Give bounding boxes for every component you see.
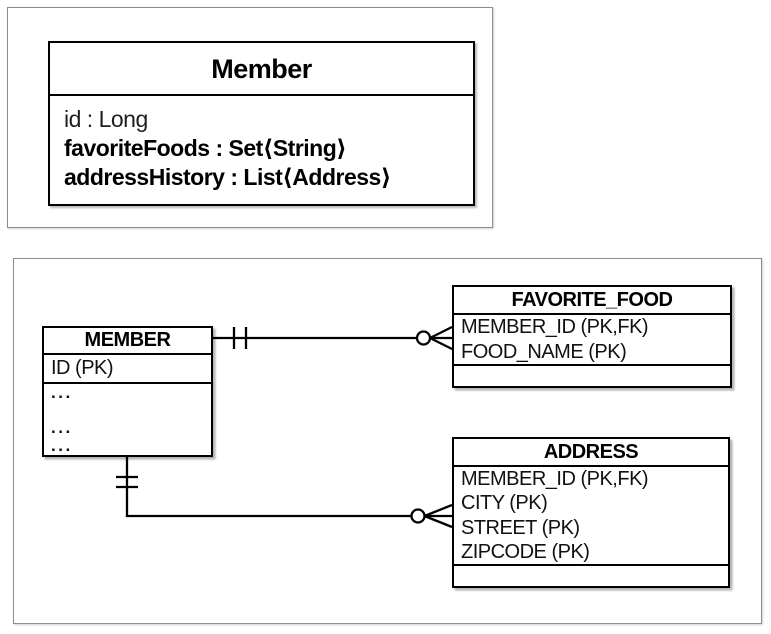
table-title: FAVORITE_FOOD (454, 287, 730, 315)
table-row-ellipsis (51, 403, 211, 421)
table-row-food-name: FOOD_NAME (PK) (461, 340, 627, 363)
attribute-id: id : Long (64, 106, 148, 132)
table-row-street: STREET (PK) (461, 516, 580, 539)
table-row-member-id: MEMBER_ID (PK,FK) (461, 316, 649, 338)
erd-table-address: ADDRESS MEMBER_ID (PK,FK) CITY (PK) STRE… (452, 437, 730, 588)
erd-table-favorite-food: FAVORITE_FOOD MEMBER_ID (PK,FK) FOOD_NAM… (452, 285, 732, 388)
table-title: MEMBER (44, 328, 211, 355)
table-row-zipcode: ZIPCODE (PK) (461, 540, 590, 563)
table-row-id-pk: ID (PK) (44, 355, 211, 384)
table-row-city: CITY (PK) (461, 492, 548, 515)
table-row-ellipsis: ... (51, 383, 73, 402)
table-empty-row (454, 564, 728, 586)
table-row-ellipsis: ... (51, 418, 73, 437)
attribute-favorite-foods: favoriteFoods : Set⟨String⟩ (64, 135, 347, 161)
table-title: ADDRESS (454, 439, 728, 467)
table-row-member-id: MEMBER_ID (PK,FK) (461, 468, 649, 490)
member-class-title: Member (50, 43, 473, 96)
erd-table-member: MEMBER ID (PK) ... ... ... (42, 326, 213, 457)
attribute-address-history: addressHistory : List⟨Address⟩ (64, 164, 391, 190)
uml-class-panel: Member id : Long favoriteFoods : Set⟨Str… (7, 7, 493, 228)
table-empty-row (454, 364, 730, 386)
table-row-ellipsis: ... (51, 435, 73, 455)
member-class-attributes: id : Long favoriteFoods : Set⟨String⟩ ad… (50, 96, 473, 192)
member-class-box: Member id : Long favoriteFoods : Set⟨Str… (48, 41, 475, 206)
table-body: ... ... ... (44, 384, 211, 455)
